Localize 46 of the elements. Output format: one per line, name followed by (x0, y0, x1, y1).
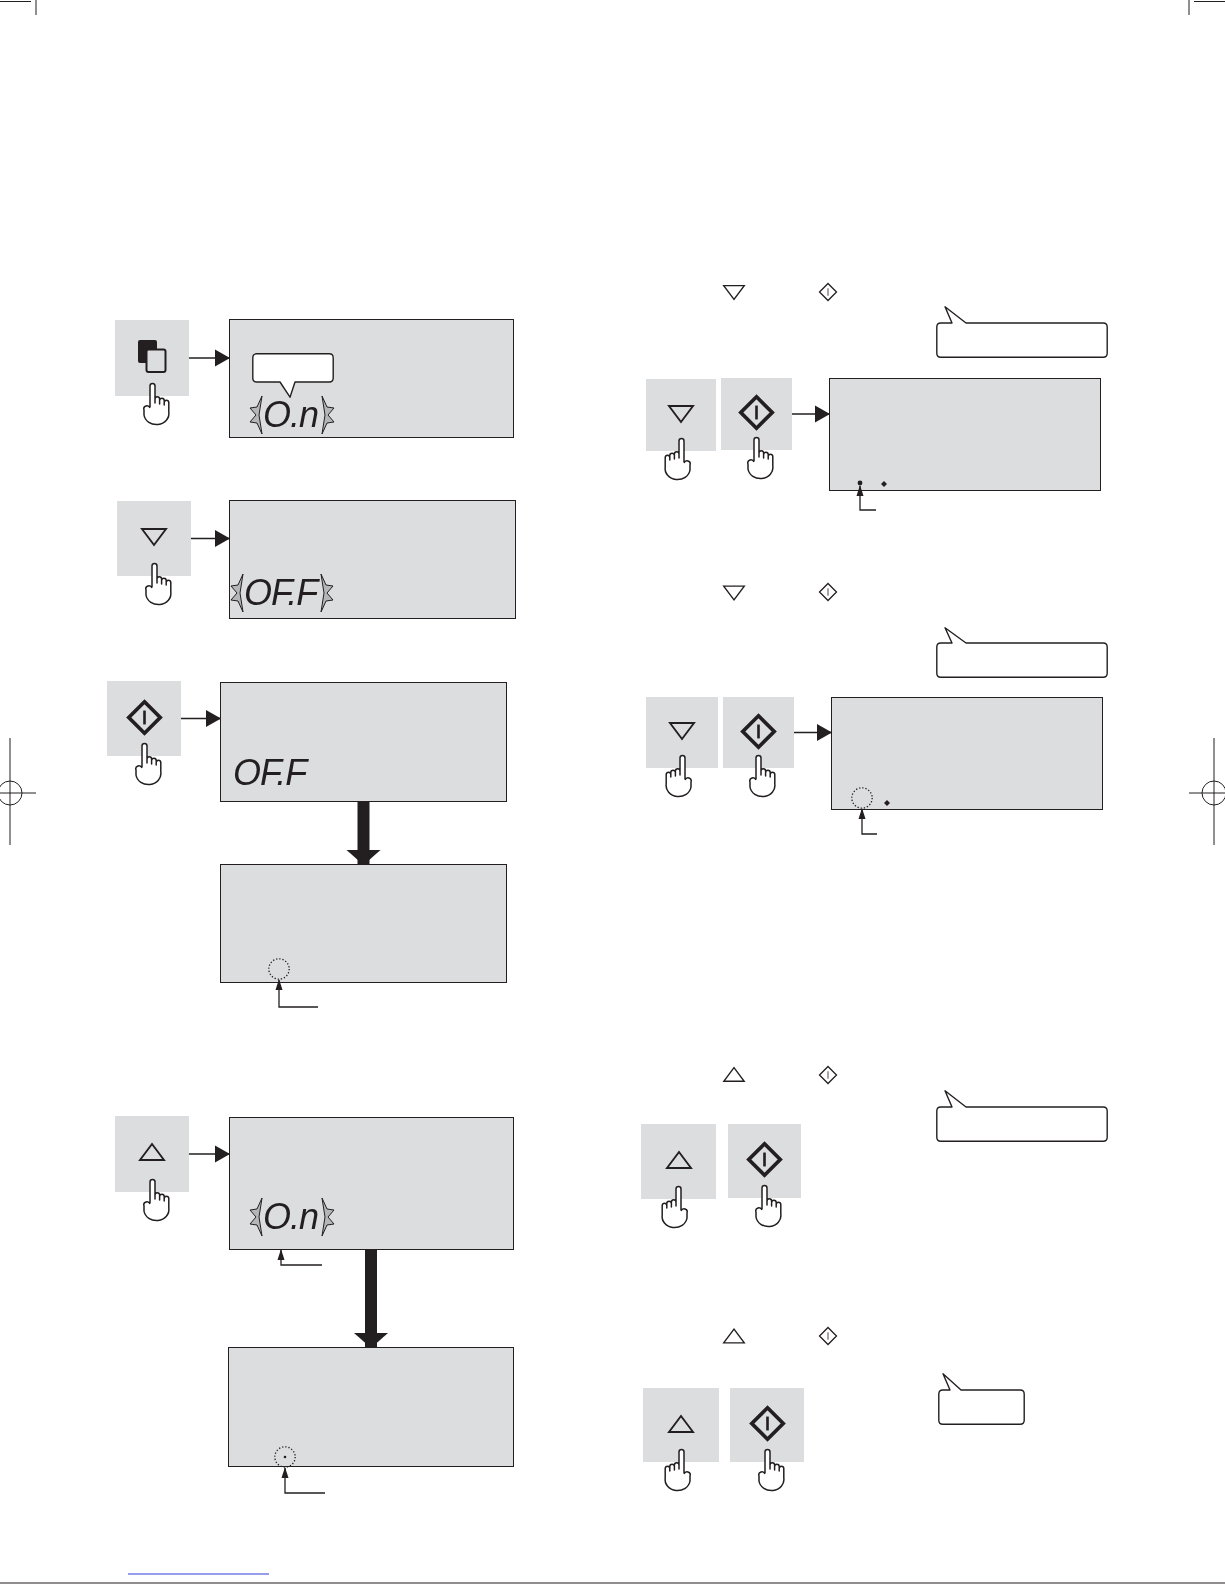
speech-bubble (936, 1090, 1108, 1142)
speech-bubble (936, 627, 1108, 678)
leader-line (275, 979, 319, 1008)
display-readout: OF.F (244, 575, 318, 611)
button-tile (646, 379, 716, 451)
arrow (188, 349, 230, 367)
button-tile (115, 320, 189, 396)
display-readout: O.n (263, 397, 319, 433)
button-tile (107, 681, 181, 756)
button-tile (646, 697, 718, 768)
indicator-circle (851, 787, 873, 809)
lcd-display (220, 864, 507, 983)
button-tile (721, 378, 792, 450)
button-tile (115, 1116, 189, 1192)
lcd-display (228, 1347, 514, 1467)
lcd-display (829, 378, 1101, 491)
speech-bubble (252, 353, 334, 398)
button-tile (117, 501, 191, 576)
lcd-display (229, 319, 514, 438)
arrow (180, 710, 221, 727)
leader-line (277, 1249, 323, 1266)
lcd-display (831, 697, 1103, 810)
button-tile (641, 1124, 716, 1199)
button-tile (723, 697, 794, 768)
arrow (190, 530, 230, 547)
leader-line (281, 1467, 326, 1494)
arrow (188, 1145, 230, 1163)
speech-bubble (938, 1373, 1025, 1425)
leader-line (856, 485, 877, 511)
speech-bubble (936, 306, 1108, 358)
lcd-display (229, 1117, 514, 1250)
button-tile (730, 1388, 804, 1462)
display-readout: OF.F (233, 755, 307, 791)
lcd-display (229, 500, 516, 619)
block-arrow (354, 1250, 388, 1348)
indicator-circle (274, 1446, 296, 1468)
button-tile (728, 1124, 801, 1198)
arrow (793, 724, 832, 741)
leader-line (858, 808, 878, 835)
indicator-circle (268, 958, 290, 980)
arrow (791, 405, 830, 423)
button-tile (643, 1388, 719, 1462)
lcd-display (220, 682, 507, 802)
display-readout: O.n (263, 1199, 319, 1235)
indicator-dot (857, 480, 863, 486)
block-arrow (346, 802, 381, 865)
